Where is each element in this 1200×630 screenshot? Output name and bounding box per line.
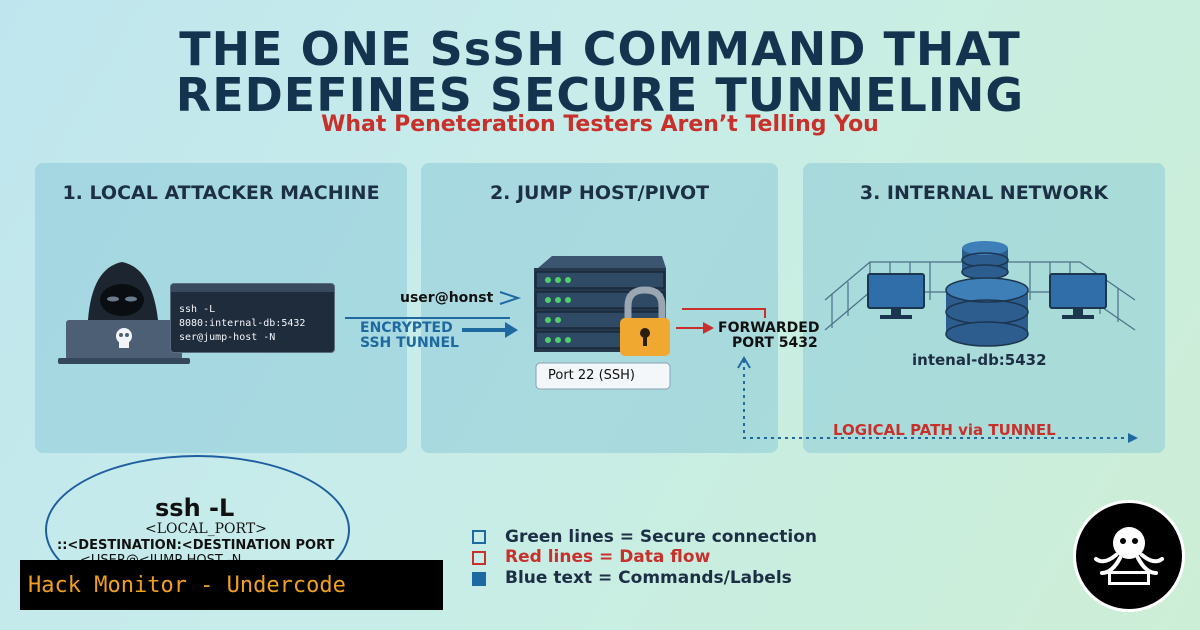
monitor-icon (867, 273, 925, 319)
command-line-3: ::<DESTINATION:<DESTINATION PORT (57, 538, 335, 553)
legend-swatch-green (472, 530, 486, 544)
user-host-label: user@honst (400, 290, 494, 306)
terminal-line: 8080:internal-db:5432 (179, 318, 306, 329)
forwarded-port-label: PORT 5432 (732, 335, 818, 351)
logical-path-label: LOGICAL PATH via TUNNEL (833, 421, 1056, 439)
subtitle: What Peneteration Testers Aren’t Telling… (321, 112, 879, 137)
panel-title: 2. JUMP HOST/PIVOT (489, 182, 710, 204)
legend-swatch-blue (472, 572, 486, 586)
terminal-line: ser@jump-host -N (179, 332, 276, 343)
hacker-icon (88, 262, 158, 320)
ssh-tunnel-label: SSH TUNNEL (360, 335, 459, 351)
internal-db-label: intenal-db:5432 (912, 351, 1047, 369)
panel-title: 3. INTERNAL NETWORK (859, 182, 1109, 204)
title-line-1: THE ONE SsSH COMMAND THAT (179, 22, 1021, 76)
panel-title: 1. LOCAL ATTACKER MACHINE (62, 182, 380, 204)
forwarded-label: FORWARDED (718, 320, 820, 336)
title-line-2: REDEFINES SECURE TUNNELING (175, 68, 1025, 122)
watermark-text: Hack Monitor - Undercode (28, 572, 346, 598)
legend-item-secure: Green lines = Secure connection (505, 527, 817, 547)
command-line-2: <LOCAL_PORT> (145, 521, 267, 537)
legend-item-commands: Blue text = Commands/Labels (505, 568, 792, 588)
terminal-window: ssh -L 8080:internal-db:5432 ser@jump-ho… (170, 283, 335, 353)
monitor-icon (1049, 273, 1107, 319)
legend-swatch-red (472, 551, 486, 565)
database-icon (945, 277, 1029, 347)
octopus-logo-icon (1073, 500, 1185, 612)
port-22-label: Port 22 (SSH) (548, 368, 636, 383)
encrypted-label: ENCRYPTED (360, 320, 453, 336)
padlock-icon (620, 286, 670, 356)
database-icon (961, 241, 1009, 280)
terminal-line: ssh -L (179, 304, 216, 315)
skull-icon (116, 328, 132, 348)
command-line-1: ssh -L (155, 494, 235, 522)
legend-item-data-flow: Red lines = Data flow (505, 547, 711, 567)
panel-local-attacker: 1. LOCAL ATTACKER MACHINE (35, 163, 407, 453)
watermark-banner: Hack Monitor - Undercode (20, 560, 443, 610)
